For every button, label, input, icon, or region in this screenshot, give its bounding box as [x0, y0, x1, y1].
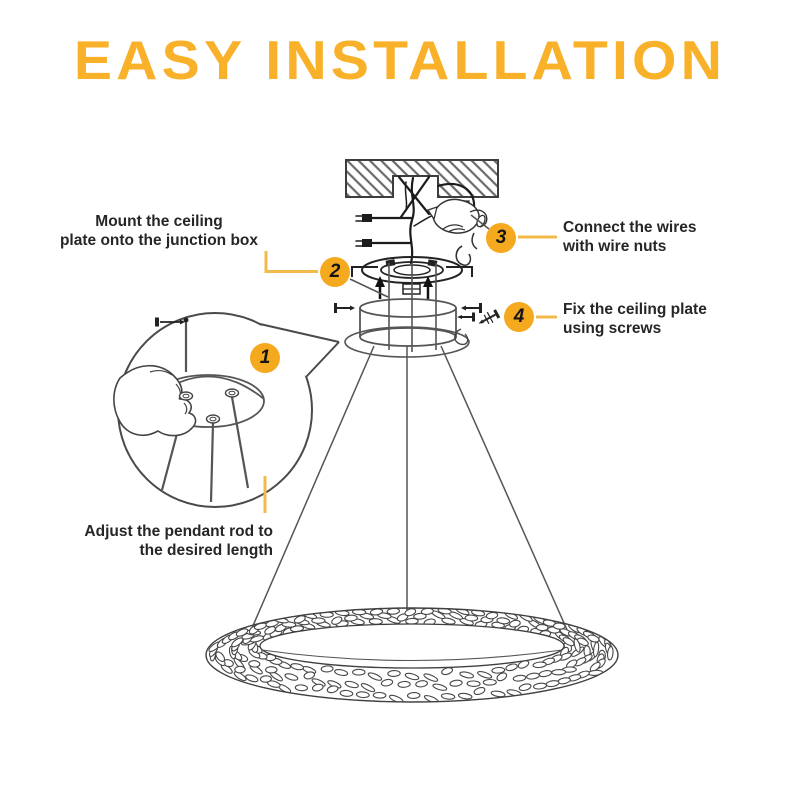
step-2-badge: 2	[320, 257, 350, 287]
step-3-badge: 3	[486, 223, 516, 253]
screw-icons	[454, 309, 501, 346]
step-2-label: Mount the ceiling plate onto the junctio…	[40, 213, 278, 250]
connector-lines	[263, 235, 557, 513]
step-4-label-line2: using screws	[563, 319, 662, 337]
step-4-badge: 4	[504, 302, 534, 332]
leader-lines	[349, 214, 490, 298]
pendant-rods	[388, 263, 437, 352]
ceiling-junction-box	[345, 159, 499, 198]
crystal-ring	[205, 607, 619, 703]
step-2-label-line1: Mount the ceiling	[95, 213, 223, 230]
page-title: EASY INSTALLATION	[73, 29, 727, 91]
callout-detail-circle	[113, 312, 340, 508]
step-1-label: Adjust the pendant rod to the desired le…	[33, 523, 273, 560]
step-1-badge: 1	[250, 343, 280, 373]
step-4-label-line1: Fix the ceiling plate	[563, 301, 707, 318]
step-3-label: Connect the wires with wire nuts	[563, 219, 773, 256]
wires	[355, 175, 476, 265]
step-4-label: Fix the ceiling plate using screws	[563, 301, 773, 338]
hand-wire-nut-illustration	[426, 198, 488, 266]
callout-hand	[113, 365, 197, 437]
step-3-label-line2: with wire nuts	[563, 237, 667, 255]
suspension-cables	[251, 345, 569, 633]
step-2-label-line2: plate onto the junction box	[59, 231, 259, 249]
step-1-label-line1: Adjust the pendant rod to	[84, 523, 273, 540]
step-3-label-line1: Connect the wires	[563, 219, 697, 236]
canopy-screws	[334, 303, 482, 313]
step-1-label-line2: the desired length	[139, 541, 274, 559]
